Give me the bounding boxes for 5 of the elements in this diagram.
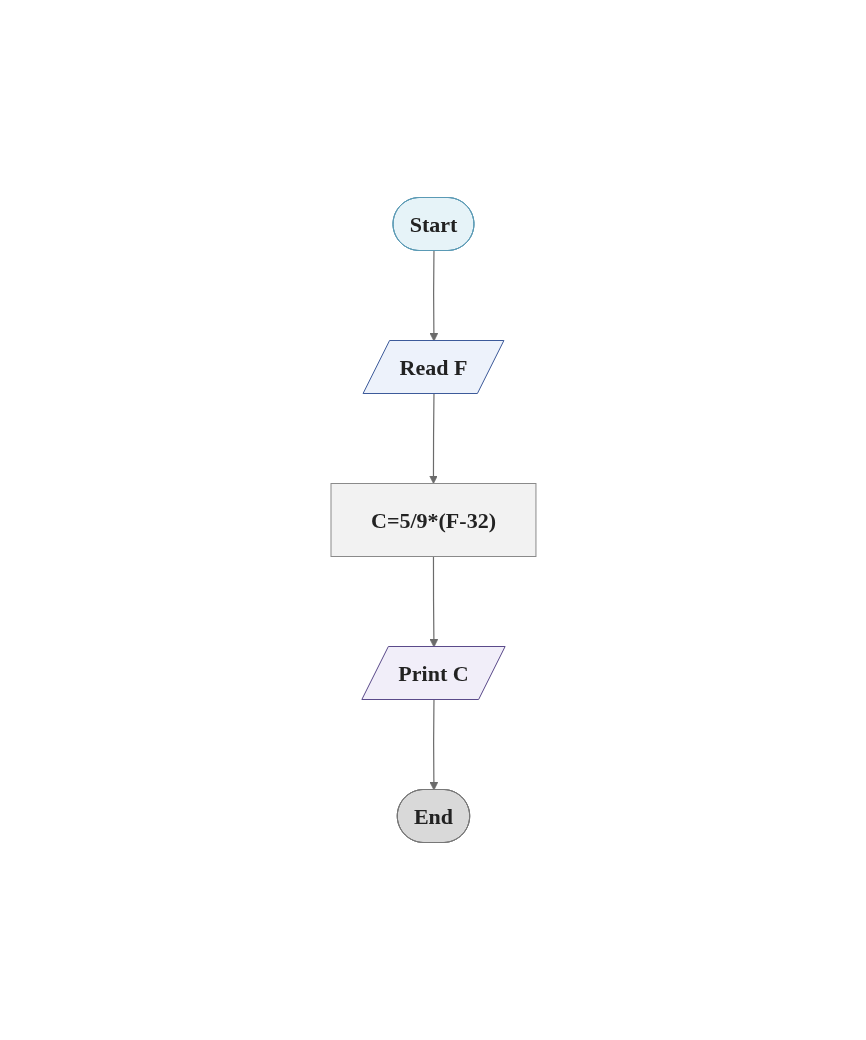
node-box: C=5/9*(F-32) [330, 483, 536, 557]
arrow [429, 699, 438, 791]
arrow [429, 555, 438, 648]
arrow [428, 393, 438, 484]
arrow [429, 250, 438, 342]
